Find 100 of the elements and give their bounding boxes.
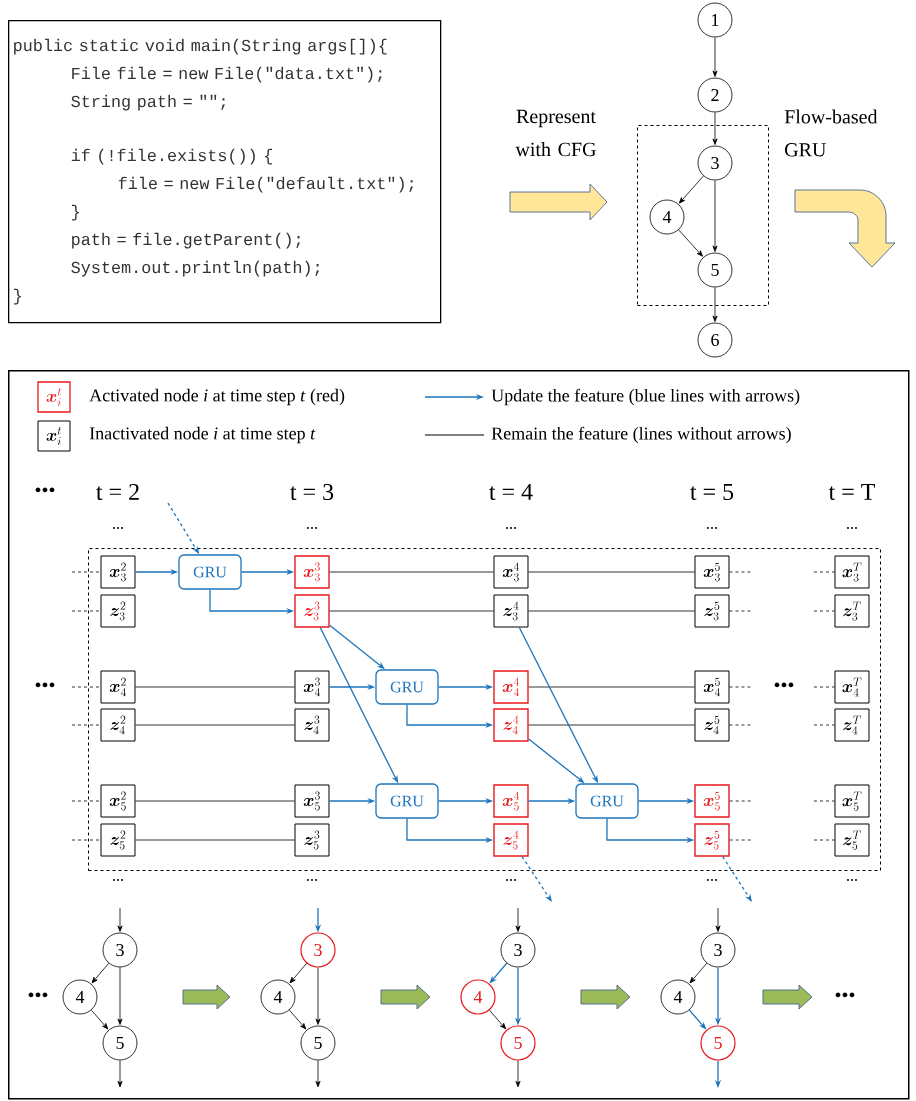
state-box: $\bm{x}_4^4$: [493, 670, 529, 704]
dashed-line: [813, 686, 835, 688]
state-box: $\bm{x}_4^3$: [294, 670, 330, 704]
circle-node: 2: [697, 77, 733, 113]
state-box: $\bm{x}_4^T$: [834, 670, 870, 704]
circle-node: 3: [102, 932, 138, 968]
ellipsis: •••: [35, 682, 55, 688]
state-box: $\bm{z}_3^5$: [694, 594, 730, 628]
dashed-arrow: [521, 856, 552, 902]
ellipsis: ...: [307, 527, 317, 529]
panel-frame: [8, 370, 910, 1100]
code-line: }: [72, 204, 79, 221]
gru-box: GRU: [575, 783, 639, 819]
block-arrow: [580, 984, 631, 1010]
state-box: $\bm{x}_5^T$: [834, 784, 870, 818]
gru-box: GRU: [375, 783, 439, 819]
legend-text: Activated node i at time step t (red): [89, 388, 345, 406]
dashed-line: [71, 724, 101, 726]
dashed-arrow: [722, 856, 752, 902]
state-box: $\bm{x}_3^3$: [294, 555, 330, 589]
ellipsis: ...: [113, 527, 123, 529]
dashed-frame: [88, 548, 881, 871]
ellipsis: ...: [113, 879, 123, 881]
circle-node: 5: [500, 1025, 536, 1061]
dashed-line: [729, 839, 753, 841]
state-box: $\bm{x}_4^2$: [100, 670, 136, 704]
state-box: $\bm{z}_4^3$: [294, 708, 330, 742]
arrow: [289, 1009, 307, 1030]
ellipsis: ...: [707, 527, 717, 529]
state-box: $\bm{x}_4^5$: [694, 670, 730, 704]
state-box: $\bm{z}_4^4$: [493, 708, 529, 742]
arrow: [91, 962, 110, 984]
circle-node: 4: [260, 979, 296, 1015]
line: [329, 610, 494, 612]
line: [135, 800, 295, 802]
dashed-line: [71, 610, 101, 612]
arrow: [489, 1009, 507, 1030]
bent-arrow: [794, 189, 896, 268]
arrow: [712, 180, 718, 252]
ellipsis: •••: [835, 992, 855, 998]
state-box: $\bm{z}_3^3$: [294, 594, 330, 628]
block-arrow: [182, 984, 231, 1010]
dashed-line: [729, 610, 753, 612]
block-arrow: [509, 183, 608, 221]
legend-text: Inactivated node i at time step t: [89, 426, 316, 444]
arrow: [315, 1060, 321, 1088]
arrow: [91, 1009, 109, 1030]
line: [528, 571, 695, 573]
time-step-label: t = T: [828, 484, 876, 500]
time-step-label: t = 3: [290, 483, 334, 501]
code-line: public static void main(String args[]){: [14, 38, 387, 55]
dashed-line: [71, 839, 101, 841]
state-box: $\bm{x}_5^4$: [493, 784, 529, 818]
arrow: [712, 37, 718, 77]
arrow: [712, 287, 718, 322]
dashed-line: [813, 839, 835, 841]
circle-node: 4: [62, 979, 98, 1015]
line: [329, 571, 494, 573]
ellipsis: ...: [506, 879, 516, 881]
ellipsis: •••: [774, 682, 794, 688]
ellipsis: ...: [707, 879, 717, 881]
dashed-line: [71, 800, 101, 802]
dashed-line: [729, 800, 753, 802]
dashed-line: [813, 571, 835, 573]
arrow: [315, 967, 321, 1025]
state-box: $\bm{x}_3^4$: [493, 555, 529, 589]
circle-node: 3: [300, 932, 336, 968]
line: [528, 724, 695, 726]
circle-node: 3: [500, 932, 536, 968]
code-line: String path = "";: [71, 94, 225, 111]
dashed-line: [813, 800, 835, 802]
time-step-label: t = 4: [489, 484, 533, 501]
state-box: $\bm{x}_3^2$: [100, 555, 136, 589]
state-box: $\bm{x}_5^3$: [294, 784, 330, 818]
circle-node: 5: [300, 1025, 336, 1061]
time-step-label: t = 2: [96, 483, 139, 501]
state-box: $\bm{z}_3^4$: [493, 594, 529, 628]
code-line: path = file.getParent();: [72, 232, 300, 249]
code-box: [8, 20, 442, 324]
ellipsis: •••: [35, 487, 55, 493]
state-box: $\bm{z}_4^T$: [834, 708, 870, 742]
dashed-line: [729, 686, 753, 688]
block-arrow: [762, 984, 813, 1010]
dashed-line: [729, 571, 753, 573]
circle-node: 1: [697, 2, 733, 38]
arrow: [117, 907, 123, 932]
arrow: [712, 112, 718, 145]
circle-node: 5: [697, 252, 733, 288]
code-line: System.out.println(path);: [71, 260, 319, 277]
arrow: [715, 907, 721, 932]
state-box: $\bm{z}_4^2$: [100, 708, 136, 742]
legend-text: Update the feature (blue lines with arrows): [491, 388, 800, 406]
dashed-line: [729, 724, 753, 726]
block-arrow: [380, 984, 431, 1010]
ellipsis: ...: [847, 879, 857, 881]
arrow: [117, 1060, 123, 1088]
ellipsis: ...: [307, 879, 317, 881]
line: [135, 686, 295, 688]
state-box: $\bm{x}_3^5$: [694, 555, 730, 589]
circle-node: 3: [697, 145, 733, 181]
